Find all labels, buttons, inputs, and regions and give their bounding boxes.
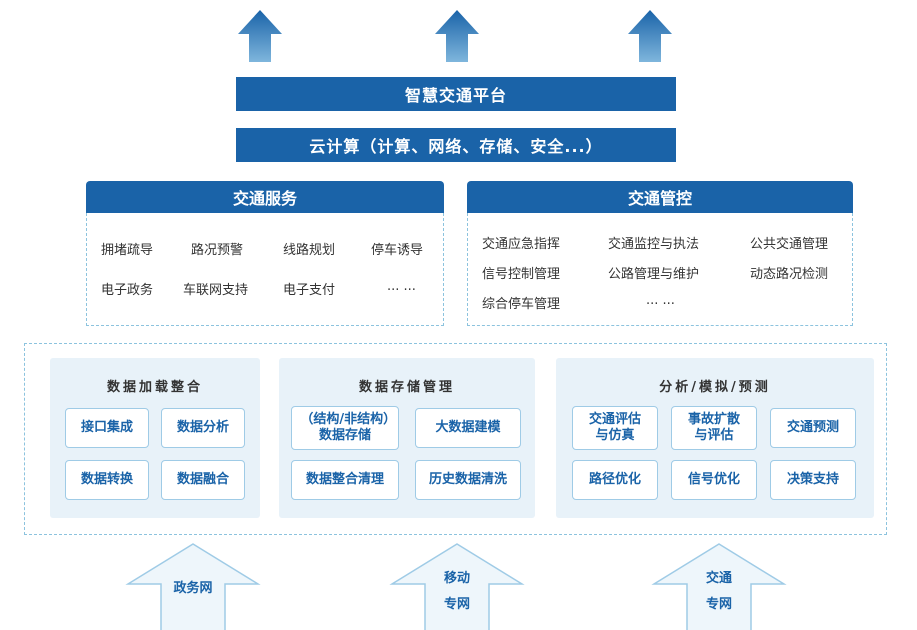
service-item: ... ... [387,279,416,294]
up-arrow-icon [628,10,672,62]
control-item: 动态路况检测 [750,267,829,282]
control-item: 交通监控与执法 [608,237,700,252]
input-label-line: 专网 [705,597,732,612]
control-item: 公路管理与维护 [608,267,700,282]
control-panel-header: 交通管控 [467,181,853,213]
chip-decision-support: 决策支持 [770,460,856,500]
chip-big-data-modeling: 大数据建模 [415,408,521,448]
input-label-line: 移动 [443,571,470,586]
chip-signal-optimization: 信号优化 [671,460,757,500]
input-arrow-icon [651,543,787,630]
service-item: 拥堵疏导 [101,243,154,258]
control-panel-title: 交通管控 [627,189,692,208]
control-panel: 交通管控 交通应急指挥 交通监控与执法 公共交通管理 信号控制管理 公路管理与维… [467,181,853,326]
service-panel: 交通服务 拥堵疏导 路况预警 线路规划 停车诱导 电子政务 车联网支持 电子支付… [86,181,444,326]
group-data-storage: 数据存储管理 （结构/非结构）数据存储 大数据建模 数据整合清理 历史数据清洗 [279,358,535,518]
chip-interface-integration: 接口集成 [65,408,149,448]
group-title: 数据加载整合 [106,380,203,395]
cloud-bar: 云计算（计算、网络、存储、安全...） [236,128,676,162]
service-panel-title: 交通服务 [232,189,297,208]
group-title: 分析/模拟/预测 [659,380,771,395]
control-panel-body: 交通应急指挥 交通监控与执法 公共交通管理 信号控制管理 公路管理与维护 动态路… [467,213,853,326]
up-arrow-icon [435,10,479,62]
output-arrows [238,10,672,62]
service-item: 路况预警 [191,243,244,258]
chip-accident-diffusion: 事故扩散与评估 [671,406,757,450]
data-layer [24,343,887,535]
control-item: ... ... [646,293,675,308]
input-arrow-icon [125,543,261,630]
control-item: 信号控制管理 [482,267,561,282]
input-label-traffic: 交通 专网 [687,566,751,618]
chip-history-cleaning: 历史数据清洗 [415,460,521,500]
platform-bar: 智慧交通平台 [236,77,676,111]
input-arrow-icon [389,543,525,630]
input-label-gov: 政务网 [161,576,225,602]
input-label-line: 专网 [443,597,470,612]
control-item: 综合停车管理 [482,297,561,312]
control-item: 交通应急指挥 [482,237,561,252]
input-label-mobile: 移动 专网 [425,566,489,618]
control-item: 公共交通管理 [750,237,829,252]
service-panel-body: 拥堵疏导 路况预警 线路规划 停车诱导 电子政务 车联网支持 电子支付 ... … [86,213,444,326]
group-data-loading: 数据加载整合 接口集成 数据分析 数据转换 数据融合 [50,358,260,518]
chip-data-conversion: 数据转换 [65,460,149,500]
chip-structured-storage: （结构/非结构）数据存储 [291,406,399,450]
chip-traffic-prediction: 交通预测 [770,408,856,448]
service-panel-header: 交通服务 [86,181,444,213]
service-item: 车联网支持 [183,283,249,298]
service-item: 电子政务 [101,283,154,298]
chip-traffic-assessment: 交通评估与仿真 [572,406,658,450]
service-item: 停车诱导 [371,243,424,258]
input-label-line: 交通 [705,571,732,586]
service-item: 线路规划 [283,243,336,258]
cloud-title: 云计算（计算、网络、存储、安全...） [309,137,603,156]
platform-title: 智慧交通平台 [404,86,507,105]
group-title: 数据存储管理 [358,380,455,395]
chip-data-analysis: 数据分析 [161,408,245,448]
input-label-line: 政务网 [173,581,213,596]
chip-route-optimization: 路径优化 [572,460,658,500]
input-arrows [125,543,787,630]
chip-data-fusion: 数据融合 [161,460,245,500]
up-arrow-icon [238,10,282,62]
group-analysis: 分析/模拟/预测 交通评估与仿真 事故扩散与评估 交通预测 路径优化 信号优化 … [556,358,874,518]
chip-data-cleanup: 数据整合清理 [291,460,399,500]
service-item: 电子支付 [283,283,336,298]
